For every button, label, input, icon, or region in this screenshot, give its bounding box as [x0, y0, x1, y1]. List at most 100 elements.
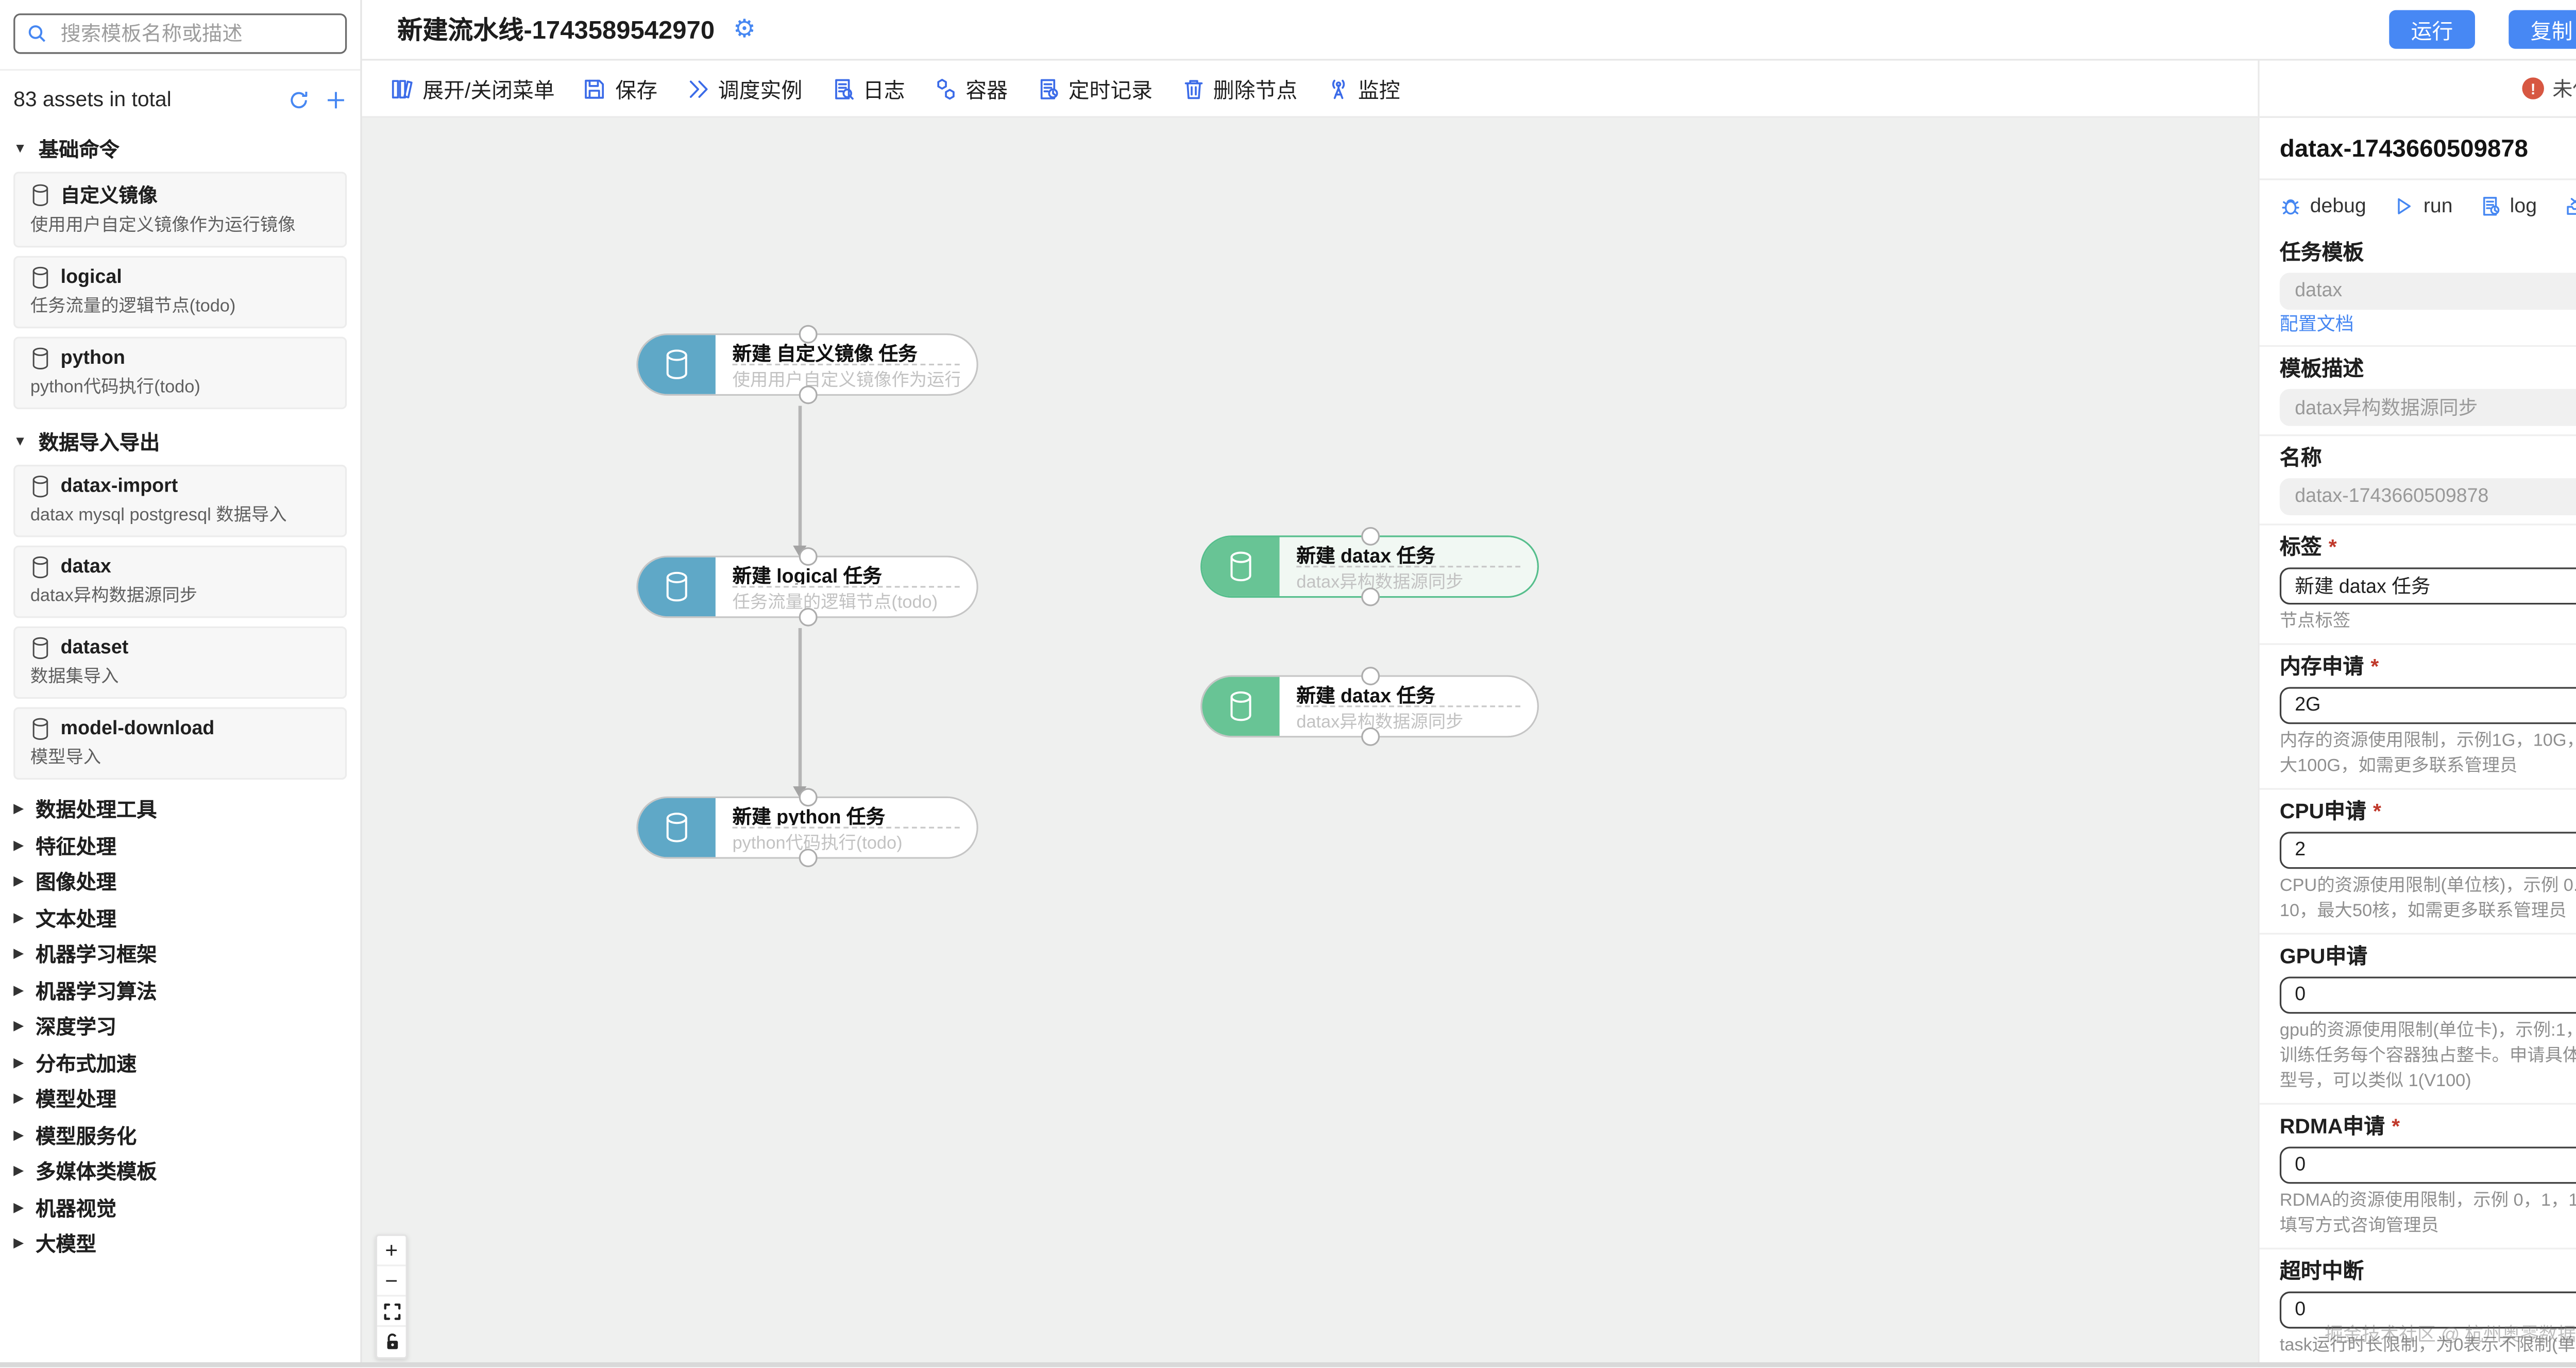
- form-group: 模板描述: [2259, 347, 2576, 436]
- logical-node[interactable]: 新建 logical 任务任务流量的逻辑节点(todo): [636, 547, 978, 627]
- search-box[interactable]: [13, 13, 347, 54]
- node-action-debug[interactable]: debug: [2280, 194, 2366, 217]
- sidebar-group-collapsed[interactable]: ▶文本处理: [0, 900, 360, 936]
- field-label: RDMA申请*: [2279, 1114, 2400, 1139]
- assets-total-text: 83 assets in total: [13, 87, 172, 111]
- add-asset-icon[interactable]: [325, 89, 347, 110]
- gear-icon[interactable]: ⚙: [733, 15, 756, 44]
- field-input-超时中断[interactable]: [2279, 1291, 2576, 1329]
- toolbar-trash[interactable]: 删除节点: [1181, 73, 1297, 105]
- node-action-run[interactable]: run: [2393, 194, 2453, 217]
- sidebar-group-collapsed[interactable]: ▶图像处理: [0, 864, 360, 900]
- node-action-log[interactable]: log: [2480, 194, 2537, 217]
- log-clock-icon: [2480, 194, 2501, 216]
- asset-description: 使用用户自定义镜像作为运行镜像: [30, 215, 296, 236]
- toolbar-save[interactable]: 保存: [583, 73, 657, 105]
- custom-image-node[interactable]: 新建 自定义镜像 任务使用用户自定义镜像作为运行镜像: [636, 325, 978, 404]
- field-input-名称: [2279, 478, 2576, 516]
- field-helper: CPU的资源使用限制(单位核)，示例 0.4，10，最大50核，如需更多联系管理…: [2279, 875, 2576, 921]
- input-port[interactable]: [1360, 527, 1379, 546]
- node-type-icon-cap: [638, 335, 716, 394]
- sidebar-group-collapsed[interactable]: ▶分布式加速: [0, 1045, 360, 1081]
- caret-right-icon: ▶: [13, 1199, 24, 1215]
- node-title: 新建 logical 任务: [732, 567, 882, 585]
- toolbar-container[interactable]: 容器: [934, 73, 1008, 105]
- form-group: CPU申请*CPU的资源使用限制(单位核)，示例 0.4，10，最大50核，如需…: [2259, 790, 2576, 935]
- input-port[interactable]: [798, 547, 817, 566]
- sidebar-group-collapsed[interactable]: ▶模型处理: [0, 1081, 360, 1117]
- sidebar-group-collapsed[interactable]: ▶大模型: [0, 1226, 360, 1262]
- lock-button[interactable]: [377, 1327, 406, 1357]
- run-button[interactable]: 运行: [2389, 10, 2475, 49]
- output-port[interactable]: [798, 385, 817, 404]
- toolbar-schedule-instance[interactable]: 调度实例: [686, 73, 802, 105]
- workflow-canvas[interactable]: +− 新建 自定义镜像 任务使用用户自定义镜像作为运行镜像新建 logical …: [362, 117, 2258, 1362]
- toolbar-label: 定时记录: [1068, 79, 1153, 103]
- node-separator: [1296, 706, 1521, 708]
- zoom-out-button[interactable]: −: [377, 1266, 406, 1297]
- copy-button[interactable]: 复制: [2509, 10, 2576, 49]
- form-group: 内存申请*内存的资源使用限制，示例1G，10G， 最大100G，如需更多联系管理…: [2259, 645, 2576, 790]
- caret-down-icon: ▼: [13, 433, 27, 449]
- toolbar-menu-toggle[interactable]: 展开/关闭菜单: [391, 73, 555, 105]
- fit-view-button[interactable]: [377, 1296, 406, 1327]
- asset-name: python: [60, 348, 125, 369]
- sidebar-group-header[interactable]: ▼基础命令: [0, 125, 360, 172]
- group-label: 多媒体类模板: [36, 1160, 157, 1185]
- panel-divider: [2259, 178, 2576, 180]
- field-input-标签[interactable]: [2279, 567, 2576, 605]
- output-port[interactable]: [798, 849, 817, 868]
- sidebar-group-header[interactable]: ▼数据导入导出: [0, 417, 360, 465]
- input-port[interactable]: [798, 325, 817, 344]
- sidebar-group-collapsed[interactable]: ▶机器视觉: [0, 1190, 360, 1226]
- refresh-icon[interactable]: [288, 89, 310, 110]
- toolbar-label: 监控: [1358, 79, 1400, 103]
- asset-card-自定义镜像[interactable]: 自定义镜像使用用户自定义镜像作为运行镜像: [13, 172, 347, 248]
- sidebar-group-collapsed[interactable]: ▶特征处理: [0, 827, 360, 864]
- sidebar-group-collapsed[interactable]: ▶多媒体类模板: [0, 1154, 360, 1190]
- node-subtitle: python代码执行(todo): [732, 834, 903, 852]
- output-port[interactable]: [1360, 727, 1379, 746]
- sidebar-group-collapsed[interactable]: ▶数据处理工具: [0, 791, 360, 827]
- sidebar-group-collapsed[interactable]: ▶模型服务化: [0, 1117, 360, 1153]
- output-port[interactable]: [798, 607, 817, 627]
- toolbar-monitor-antenna[interactable]: 监控: [1326, 73, 1400, 105]
- config-doc-link[interactable]: 配置文档: [2279, 315, 2354, 335]
- zoom-in-button[interactable]: +: [377, 1236, 406, 1266]
- database-icon: [30, 475, 50, 499]
- action-label: debug: [2310, 193, 2366, 217]
- node-type-icon-cap: [1202, 537, 1280, 596]
- group-label: 大模型: [36, 1232, 96, 1257]
- node-form: 任务模板配置文档模板描述名称标签*节点标签内存申请*内存的资源使用限制，示例1G…: [2259, 231, 2576, 1367]
- sidebar-group-collapsed[interactable]: ▶机器学习算法: [0, 972, 360, 1008]
- search-area: [0, 0, 361, 71]
- form-group: GPU申请gpu的资源使用限制(单位卡)，示例:1，2，训练任务每个容器独占整卡…: [2259, 935, 2576, 1105]
- sidebar-group-collapsed[interactable]: ▶深度学习: [0, 1009, 360, 1045]
- caret-right-icon: ▶: [13, 982, 24, 998]
- field-input-内存申请[interactable]: [2279, 687, 2576, 724]
- input-port[interactable]: [798, 788, 817, 807]
- output-port[interactable]: [1360, 587, 1379, 606]
- horizontal-scrollbar[interactable]: [0, 1362, 2576, 1368]
- field-input-CPU申请[interactable]: [2279, 832, 2576, 869]
- input-port[interactable]: [1360, 667, 1379, 686]
- node-subtitle: datax异构数据源同步: [1296, 713, 1464, 731]
- field-input-RDMA申请[interactable]: [2279, 1146, 2576, 1184]
- group-label: 数据处理工具: [36, 798, 157, 822]
- search-input[interactable]: [57, 20, 334, 47]
- node-action-clear[interactable]: clear: [2564, 194, 2576, 217]
- toolbar-timer-record[interactable]: 定时记录: [1037, 73, 1153, 105]
- sidebar-group-collapsed[interactable]: ▶机器学习框架: [0, 936, 360, 972]
- field-input-GPU申请[interactable]: [2279, 976, 2576, 1014]
- log-search-icon: [831, 77, 855, 100]
- toolbar-log-search[interactable]: 日志: [831, 73, 905, 105]
